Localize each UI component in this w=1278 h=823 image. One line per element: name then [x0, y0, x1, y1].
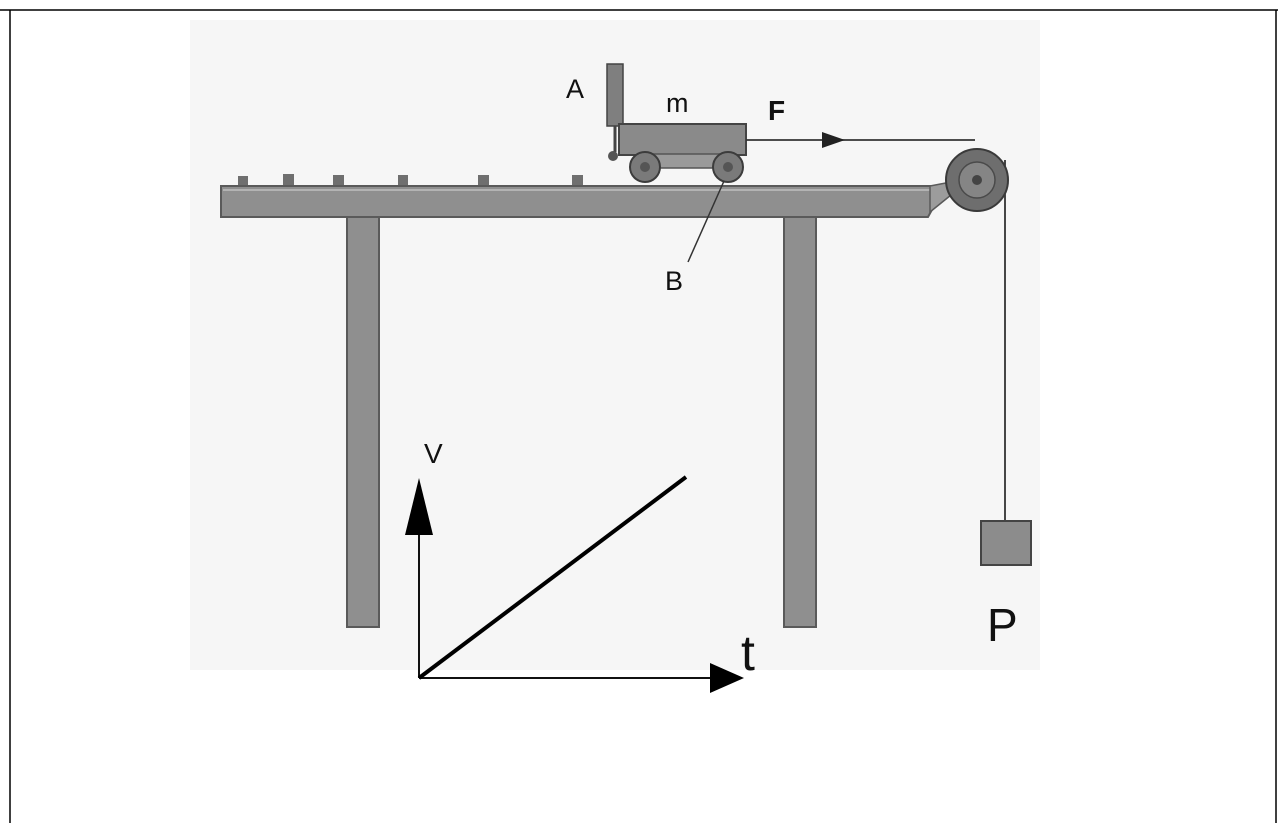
sensor-tip [608, 151, 618, 161]
velocity-time-graph [405, 475, 744, 693]
table-leg-right [783, 216, 817, 628]
label-sensor: A [566, 74, 584, 104]
cart-wheel-left-hub [640, 162, 650, 172]
velocity-line [417, 475, 688, 680]
label-force: F [768, 95, 785, 126]
table [220, 174, 947, 628]
cart [606, 63, 747, 183]
wheel-pointer-line [687, 180, 725, 263]
table-stud [333, 175, 344, 186]
table-top [220, 185, 947, 218]
force-arrowhead [822, 132, 845, 148]
t-axis-arrowhead [710, 663, 744, 693]
cart-body [618, 123, 747, 156]
table-stud [398, 175, 408, 186]
table-stud [283, 174, 294, 186]
page-frame [0, 9, 1278, 823]
table-stud [478, 175, 489, 186]
label-velocity-axis: V [424, 438, 443, 469]
pulley [929, 148, 1009, 214]
sensor-post [606, 63, 624, 127]
v-axis-arrowhead [405, 478, 433, 535]
string-and-force [746, 132, 1006, 521]
table-leg-left [346, 216, 380, 628]
table-stud [238, 176, 248, 186]
table-stud [572, 175, 583, 186]
label-weight: P [987, 599, 1018, 651]
cart-wheel-right-hub [723, 162, 733, 172]
label-time-axis: t [741, 625, 755, 681]
label-wheel: B [665, 266, 683, 296]
label-mass: m [666, 88, 689, 118]
hanging-weight [980, 520, 1032, 566]
pulley-axle [972, 175, 982, 185]
